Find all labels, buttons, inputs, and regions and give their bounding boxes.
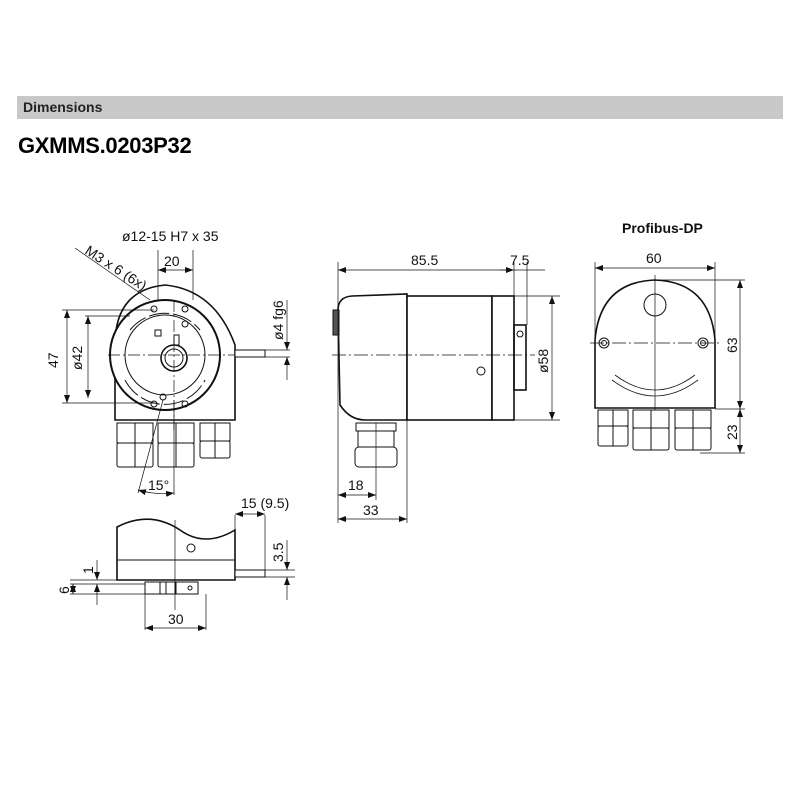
- gland-offset-label: 18: [348, 477, 364, 493]
- width-60-label: 60: [646, 250, 662, 266]
- front-view: [62, 247, 290, 497]
- height-47-label: 47: [45, 352, 61, 368]
- pin-offset-label: 3.5: [270, 542, 286, 562]
- flange-label: 7.5: [510, 252, 530, 268]
- diameter-58-label: ø58: [535, 349, 551, 373]
- depth-label: 33: [363, 502, 379, 518]
- side-view: [332, 262, 560, 523]
- dim-1-label: 1: [80, 566, 96, 574]
- protocol-label: Profibus-DP: [622, 220, 703, 236]
- angle-label: 15°: [148, 477, 169, 493]
- thread-spec-label: M3 x 6 (6x): [82, 242, 149, 294]
- length-label: 85.5: [411, 252, 438, 268]
- cable-glands-front: [116, 422, 231, 468]
- section-title: Dimensions: [23, 99, 103, 115]
- width-30-label: 30: [168, 611, 184, 627]
- back-view: [590, 262, 745, 454]
- pin-diameter-label: ø4 fg6: [270, 300, 286, 340]
- model-title: GXMMS.0203P32: [18, 133, 192, 158]
- section-header-bar: Dimensions: [17, 96, 783, 119]
- height-63-label: 63: [724, 337, 740, 353]
- gland-height-label: 23: [724, 424, 740, 440]
- bottom-view: [70, 511, 295, 631]
- shaft-spec-label: ø12-15 H7 x 35: [122, 228, 219, 244]
- diameter-42-label: ø42: [69, 346, 85, 370]
- dim-6-label: 6: [56, 586, 72, 594]
- pin-length-label: 15 (9.5): [241, 495, 289, 511]
- shaft-width-label: 20: [164, 253, 180, 269]
